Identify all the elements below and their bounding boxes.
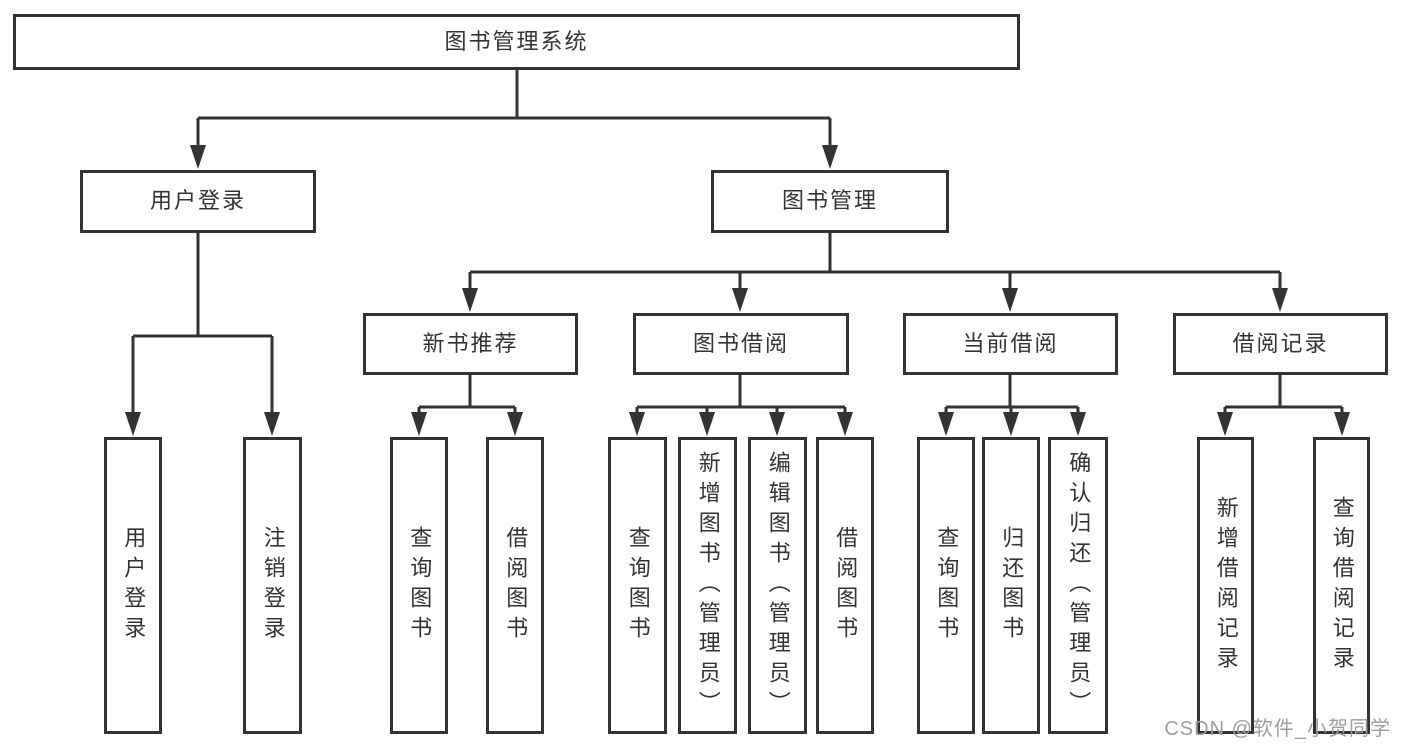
leaf-borrow-books-recommend: 借阅图书 [486, 437, 544, 734]
leaf-add-book-admin: 新增图书（管理员） [678, 437, 737, 734]
leaf-query-books-recommend: 查询图书 [390, 437, 448, 734]
leaf-query-borrow-record: 查询借阅记录 [1313, 437, 1370, 734]
node-borrow-records: 借阅记录 [1173, 313, 1388, 375]
arrowheads [125, 145, 1350, 436]
node-book-borrow: 图书借阅 [633, 313, 849, 375]
leaf-borrow-books: 借阅图书 [816, 437, 874, 734]
node-root: 图书管理系统 [13, 14, 1020, 70]
node-user-login: 用户登录 [80, 170, 316, 233]
node-new-book-recommend: 新书推荐 [363, 313, 578, 375]
leaf-user-login: 用户登录 [104, 437, 162, 734]
leaf-query-books-borrow: 查询图书 [608, 437, 667, 734]
csdn-watermark: CSDN @软件_小贺同学 [1164, 718, 1391, 740]
node-current-borrow: 当前借阅 [903, 313, 1118, 375]
leaf-query-books-current: 查询图书 [917, 437, 975, 734]
leaf-edit-book-admin: 编辑图书（管理员） [748, 437, 807, 734]
leaf-logout: 注销登录 [243, 437, 302, 734]
leaf-return-book: 归还图书 [982, 437, 1040, 734]
node-book-management: 图书管理 [711, 170, 949, 233]
leaf-confirm-return-admin: 确认归还（管理员） [1048, 437, 1108, 734]
leaf-add-borrow-record: 新增借阅记录 [1197, 437, 1254, 734]
